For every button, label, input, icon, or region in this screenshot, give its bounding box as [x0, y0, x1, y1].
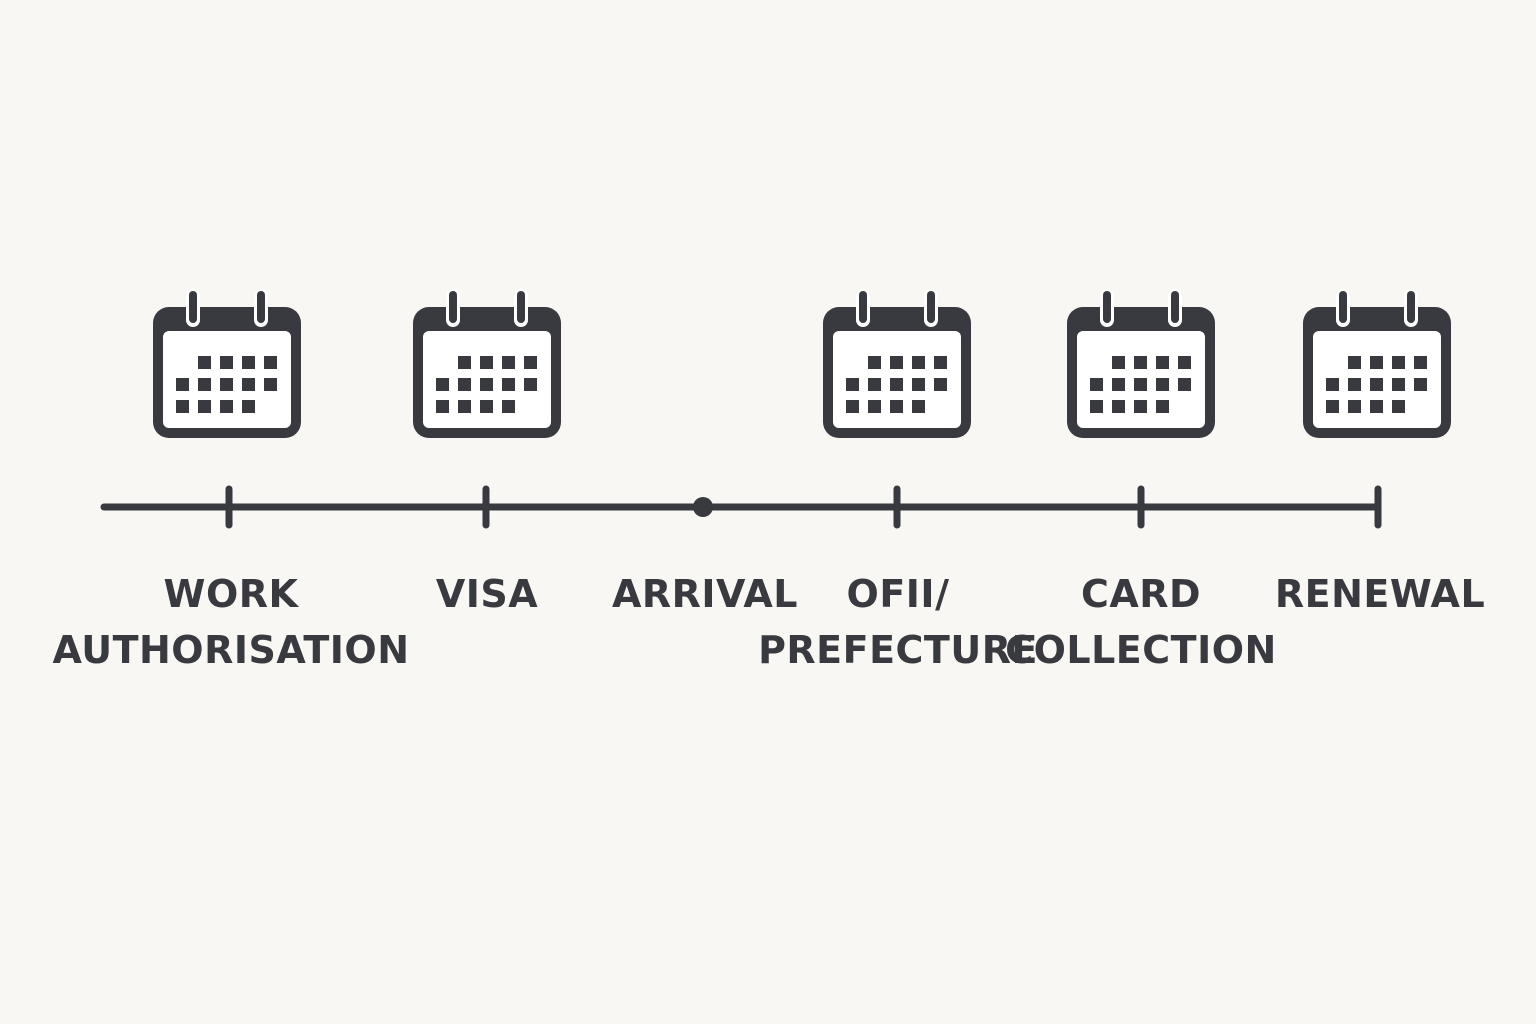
calendar-icon — [1067, 289, 1215, 438]
milestone-label-line: ARRIVAL — [611, 572, 799, 616]
calendar-icon — [413, 289, 561, 438]
milestone-label-arrival: ARRIVAL — [612, 566, 798, 622]
calendar-icon — [1303, 289, 1451, 438]
milestone-label-line: AUTHORISATION — [52, 628, 410, 672]
milestone-label-card-collection: CARD COLLECTION — [1005, 566, 1277, 678]
milestone-label-visa: VISA — [436, 566, 538, 622]
calendar-icon — [823, 289, 971, 438]
milestone-label-line: VISA — [435, 572, 539, 616]
milestone-label-ofii-prefecture: OFII/ PREFECTURE — [758, 566, 1038, 678]
timeline-markers — [225, 485, 1145, 529]
calendar-icons — [153, 289, 1451, 438]
milestone-label-line: CARD — [1080, 572, 1202, 616]
milestone-label-line: PREFECTURE — [758, 628, 1038, 672]
timeline-dot-arrival — [693, 497, 713, 517]
milestone-label-line: COLLECTION — [1005, 628, 1277, 672]
milestone-label-renewal: RENEWAL — [1275, 566, 1485, 622]
milestone-label-work-authorisation: WORK AUTHORISATION — [52, 566, 409, 678]
milestone-label-line: WORK — [163, 572, 299, 616]
milestone-label-line: RENEWAL — [1274, 572, 1486, 616]
milestone-label-line: OFII/ — [846, 572, 950, 616]
calendar-icon — [153, 289, 301, 438]
